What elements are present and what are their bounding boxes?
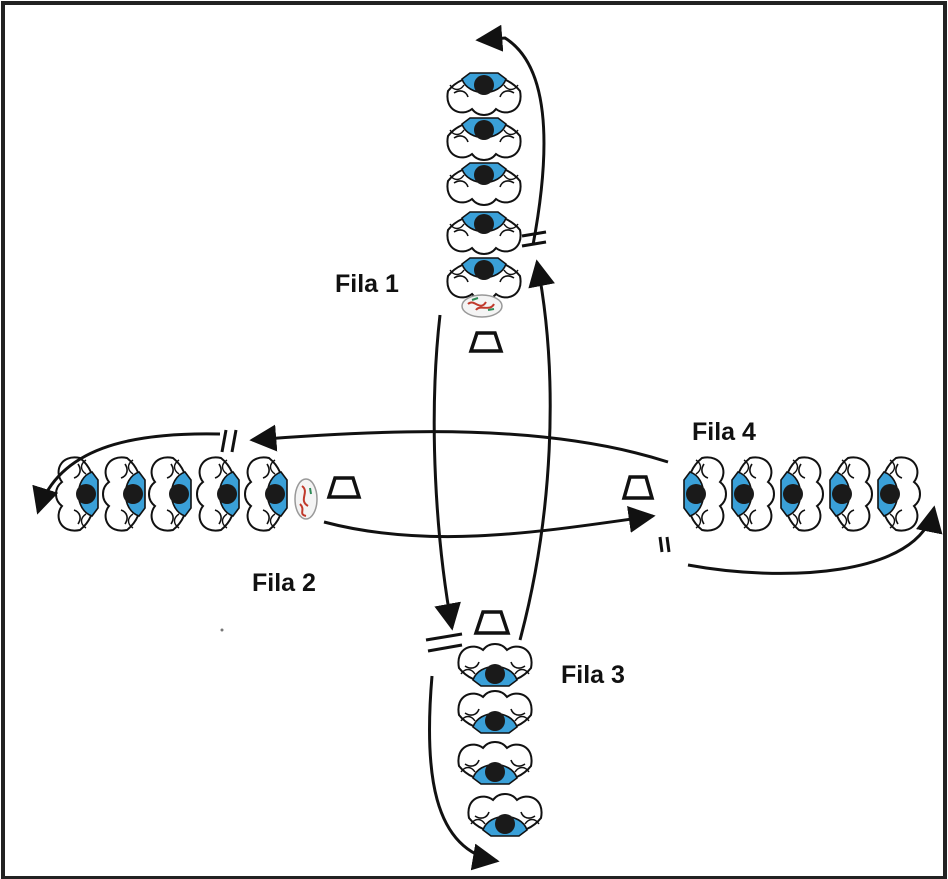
row-4-players: [683, 456, 921, 532]
cone-icon: [468, 331, 504, 353]
player-icon: [731, 456, 775, 532]
player-icon: [446, 117, 522, 161]
player-icon: [829, 456, 873, 532]
row-3-players: [457, 643, 543, 837]
player-icon: [457, 741, 533, 785]
ball-icon: [461, 294, 503, 318]
player-icon: [446, 257, 522, 301]
player-icon: [244, 456, 288, 532]
player-icon: [148, 456, 192, 532]
ball-icon: [294, 478, 318, 520]
arrow-icon: [518, 259, 555, 641]
player-icon: [467, 793, 543, 837]
movement-arrows: [32, 24, 943, 871]
cone-icon: [326, 476, 362, 499]
player-icon: [446, 72, 522, 116]
arrow-icon: [475, 24, 546, 246]
arrow-icon: [249, 424, 669, 464]
player-icon: [446, 162, 522, 206]
player-icon: [877, 456, 921, 532]
player-icon: [446, 211, 522, 255]
player-icon: [196, 456, 240, 532]
player-icon: [683, 456, 727, 532]
player-icon: [55, 456, 99, 532]
player-icon: [102, 456, 146, 532]
break-marks: [220, 230, 671, 653]
fila-2-label: Fila 2: [252, 569, 316, 597]
fila-1-label: Fila 1: [335, 270, 399, 298]
arrow-icon: [687, 505, 943, 575]
fila-3-label: Fila 3: [561, 661, 625, 689]
arrow-icon: [323, 506, 656, 539]
arrow-icon: [32, 432, 221, 515]
row-1-players: [446, 72, 522, 301]
row-2-players: [55, 456, 288, 532]
arrow-icon: [427, 675, 500, 871]
player-icon: [457, 690, 533, 734]
cone-icon: [473, 610, 511, 635]
player-icon: [457, 643, 533, 687]
fila-4-label: Fila 4: [692, 418, 756, 446]
cone-icon: [621, 475, 655, 500]
arrow-icon: [432, 314, 461, 631]
player-icon: [780, 456, 824, 532]
